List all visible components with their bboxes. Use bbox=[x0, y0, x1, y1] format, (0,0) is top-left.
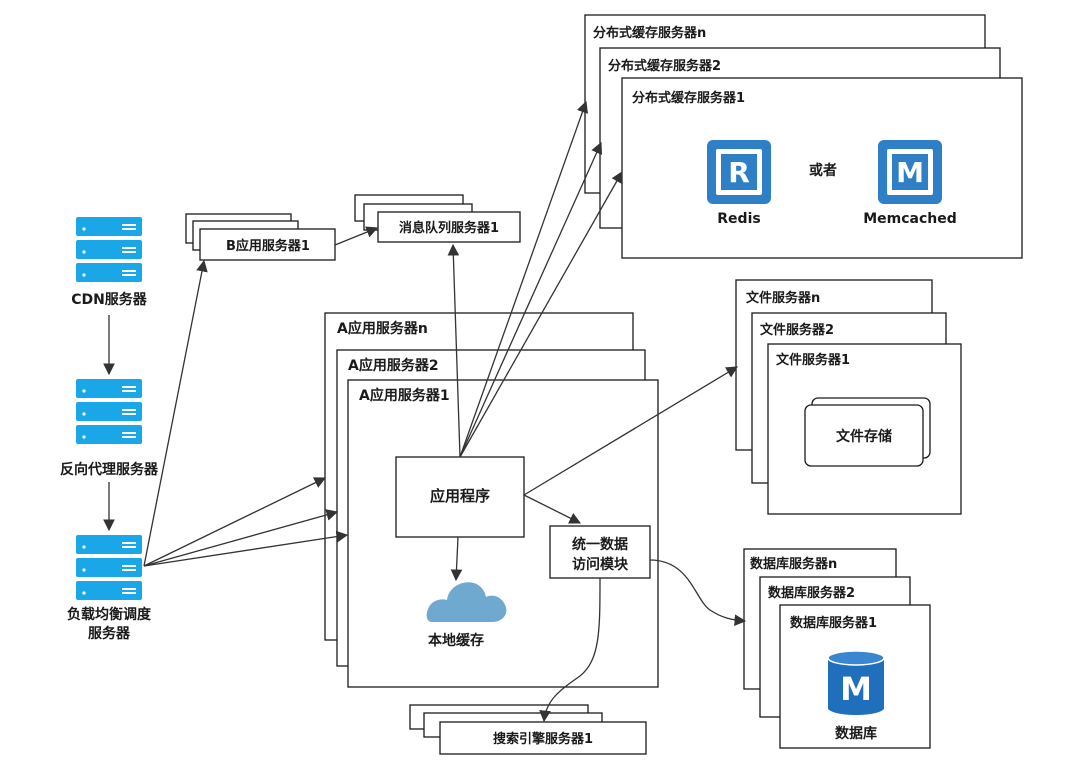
file-server-2-label: 文件服务器2 bbox=[760, 322, 834, 338]
cache-server-1-label: 分布式缓存服务器1 bbox=[632, 90, 745, 106]
file-storage-box bbox=[804, 404, 924, 467]
load-balancer-label-line2: 服务器 bbox=[88, 625, 131, 642]
memcached-chip-icon: M bbox=[878, 140, 942, 204]
db-server-1-label: 数据库服务器1 bbox=[790, 615, 877, 631]
arrow-lb-to-a-app-n bbox=[143, 477, 327, 567]
cdn-server-label: CDN服务器 bbox=[71, 291, 148, 308]
b-app-server-label: B应用服务器1 bbox=[226, 238, 310, 254]
database-cylinder-icon: M bbox=[827, 650, 885, 715]
arrow-app-to-cache-n bbox=[459, 100, 588, 458]
cache-server-n-label: 分布式缓存服务器n bbox=[593, 25, 706, 41]
reverse-proxy-server-icon bbox=[76, 379, 142, 444]
cloud-icon bbox=[426, 582, 507, 622]
a-app-server-2-label: A应用服务器2 bbox=[348, 357, 439, 374]
cache-server-stack bbox=[584, 14, 1023, 259]
db-server-n-label: 数据库服务器n bbox=[750, 556, 837, 572]
a-app-server-n-label: A应用服务器n bbox=[337, 320, 428, 337]
unified-access-box bbox=[549, 525, 651, 579]
cdn-server-icon bbox=[76, 217, 142, 282]
redis-chip-letter: R bbox=[728, 156, 750, 189]
mq-server-stack bbox=[354, 194, 521, 243]
arrow-b-app-to-mq bbox=[334, 226, 379, 246]
reverse-proxy-server-label: 反向代理服务器 bbox=[60, 461, 159, 478]
memcached-label: Memcached bbox=[863, 211, 957, 227]
arrow-unified-to-db bbox=[649, 559, 747, 627]
arrow-app-to-unified-access bbox=[523, 494, 582, 524]
b-app-server-stack bbox=[185, 213, 336, 261]
database-cylinder-letter: M bbox=[840, 670, 872, 708]
arrow-lb-to-b-app bbox=[143, 259, 208, 567]
local-cache-label: 本地缓存 bbox=[428, 632, 484, 649]
arrow-lb-to-a-app-2 bbox=[143, 509, 339, 567]
load-balancer-server-icon bbox=[76, 535, 142, 600]
cache-server-2-label: 分布式缓存服务器2 bbox=[608, 58, 721, 74]
or-label: 或者 bbox=[809, 162, 837, 179]
arrow-lb-to-a-app-1 bbox=[143, 530, 349, 567]
load-balancer-label-line1: 负载均衡调度 bbox=[67, 606, 152, 623]
mq-server-label: 消息队列服务器1 bbox=[399, 220, 499, 236]
arrow-app-to-file-server bbox=[523, 366, 739, 496]
file-server-stack bbox=[735, 279, 962, 515]
redis-chip-icon: R bbox=[707, 140, 771, 204]
redis-label: Redis bbox=[717, 211, 760, 227]
file-server-n-label: 文件服务器n bbox=[746, 290, 820, 306]
a-app-server-1-label: A应用服务器1 bbox=[359, 387, 450, 404]
arrow-unified-to-search bbox=[539, 577, 601, 723]
search-engine-label: 搜索引擎服务器1 bbox=[493, 731, 593, 747]
memcached-chip-letter: M bbox=[896, 156, 924, 189]
arrow-app-to-local-cache bbox=[450, 536, 463, 582]
connectors bbox=[103, 100, 747, 723]
arrow-app-to-cache-2 bbox=[459, 141, 603, 458]
unified-access-label-line1: 统一数据 bbox=[572, 536, 628, 553]
db-server-2-label: 数据库服务器2 bbox=[768, 585, 855, 601]
file-server-1-label: 文件服务器1 bbox=[776, 352, 850, 368]
unified-access-label-line2: 访问模块 bbox=[572, 556, 629, 573]
app-program-box bbox=[395, 456, 525, 538]
app-program-label: 应用程序 bbox=[430, 487, 490, 505]
search-engine-stack bbox=[409, 704, 647, 755]
arrow-app-to-mq bbox=[447, 243, 461, 458]
database-label: 数据库 bbox=[835, 725, 877, 742]
file-storage-label: 文件存储 bbox=[836, 428, 892, 445]
db-server-stack bbox=[743, 548, 931, 749]
arrow-app-to-cache-1 bbox=[459, 170, 623, 458]
